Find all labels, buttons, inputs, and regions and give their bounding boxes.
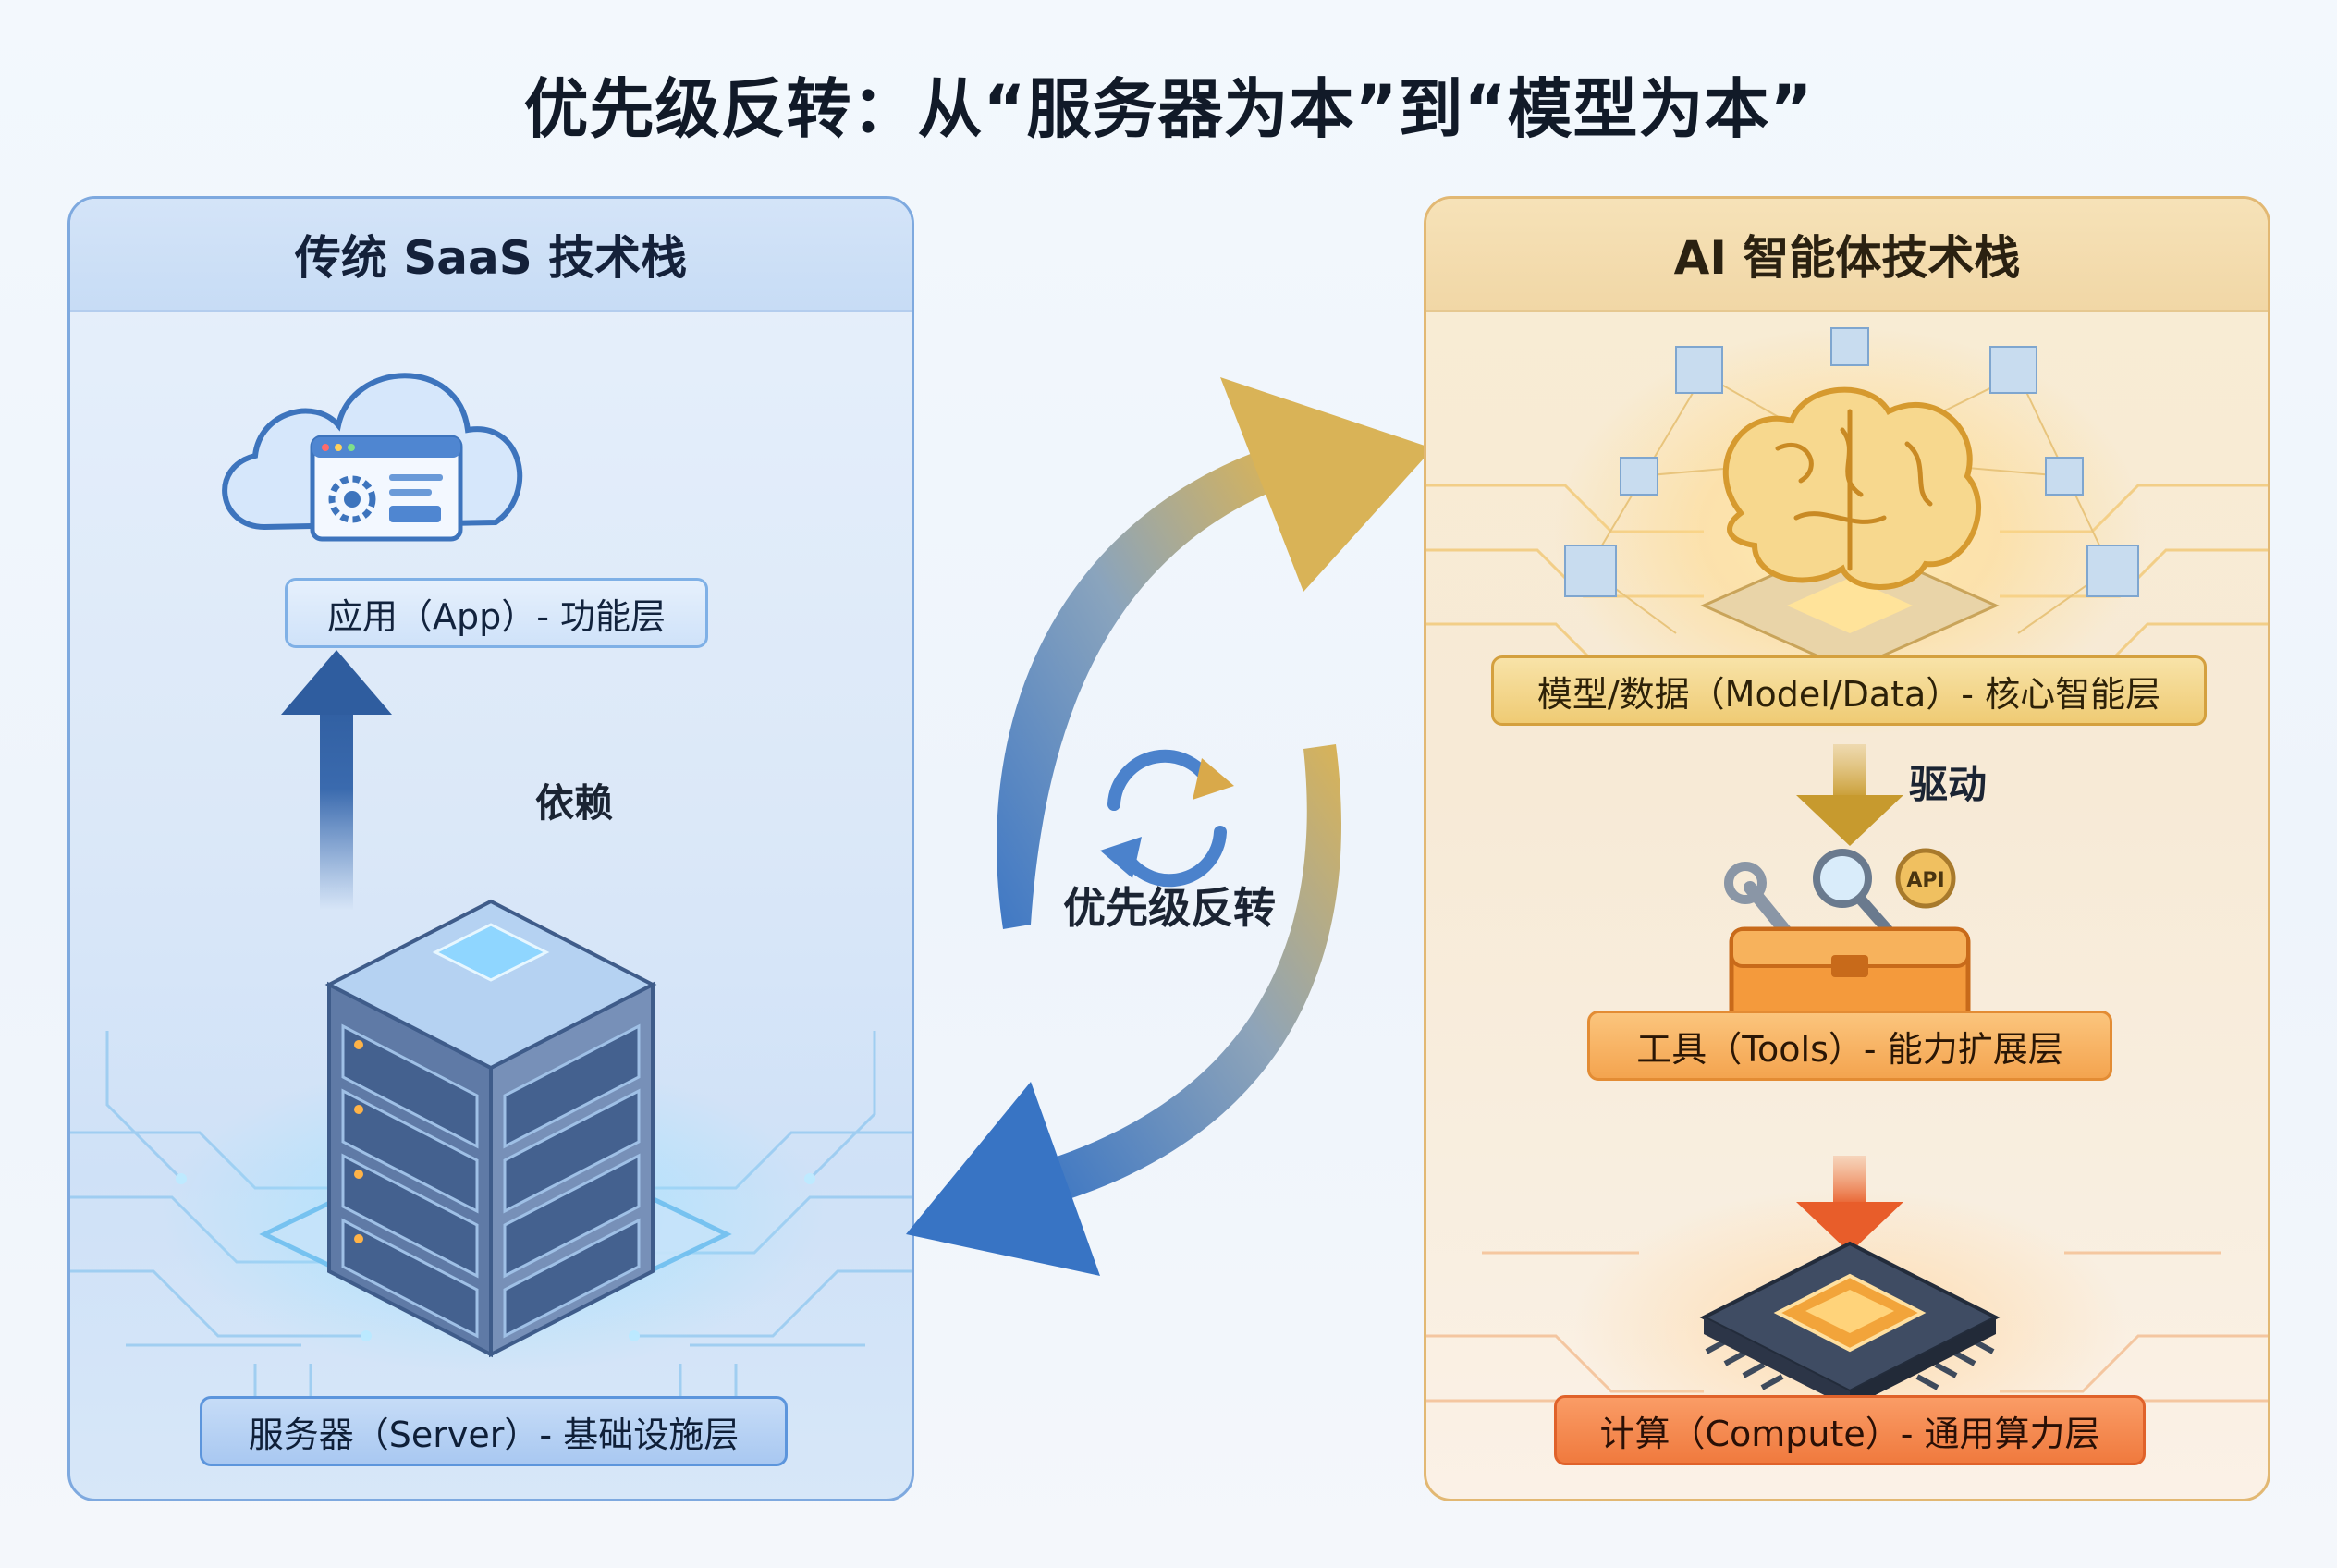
drive-label: 驱动 [1909, 762, 1988, 807]
compute-down-arrow [1796, 1156, 1903, 1253]
drive-down-arrow [1796, 744, 1903, 846]
cloud-app-icon [222, 373, 523, 542]
server-stack-icon [259, 899, 732, 1358]
arrow-to-saas-stack [906, 744, 1341, 1276]
compute-layer-label: 计算（Compute）- 通用算力层 [1554, 1395, 2146, 1465]
dependency-label: 依赖 [535, 780, 614, 826]
saas-stack-panel: 传统 SaaS 技术栈 [67, 196, 914, 1501]
api-badge: API [1906, 869, 1944, 892]
server-layer-label: 服务器（Server）- 基础设施层 [200, 1396, 788, 1466]
saas-panel-header: 传统 SaaS 技术栈 [70, 199, 912, 312]
arrow-to-ai-stack [997, 377, 1433, 929]
priority-inversion-label: 优先级反转 [1063, 883, 1276, 933]
brain-icon [1700, 386, 2000, 672]
model-data-layer-label: 模型/数据（Model/Data）- 核心智能层 [1491, 655, 2207, 726]
ai-agent-stack-panel: AI 智能体技术栈 [1424, 196, 2270, 1501]
page-title: 优先级反转：从“服务器为本”到“模型为本” [523, 71, 1814, 147]
ai-panel-header: AI 智能体技术栈 [1426, 199, 2268, 312]
network-node-cubes [1564, 327, 2139, 597]
tools-layer-label: 工具（Tools）- 能力扩展层 [1587, 1011, 2112, 1081]
app-layer-label: 应用（App）- 功能层 [285, 578, 708, 648]
chip-icon [1699, 1241, 2001, 1408]
dependency-up-arrow [281, 650, 392, 911]
saas-circuit-background [70, 373, 912, 1438]
priority-inversion-arrows [906, 377, 1433, 1276]
cycle-arrows-icon [1100, 749, 1234, 888]
ai-circuit-background: API [1426, 327, 2268, 1465]
